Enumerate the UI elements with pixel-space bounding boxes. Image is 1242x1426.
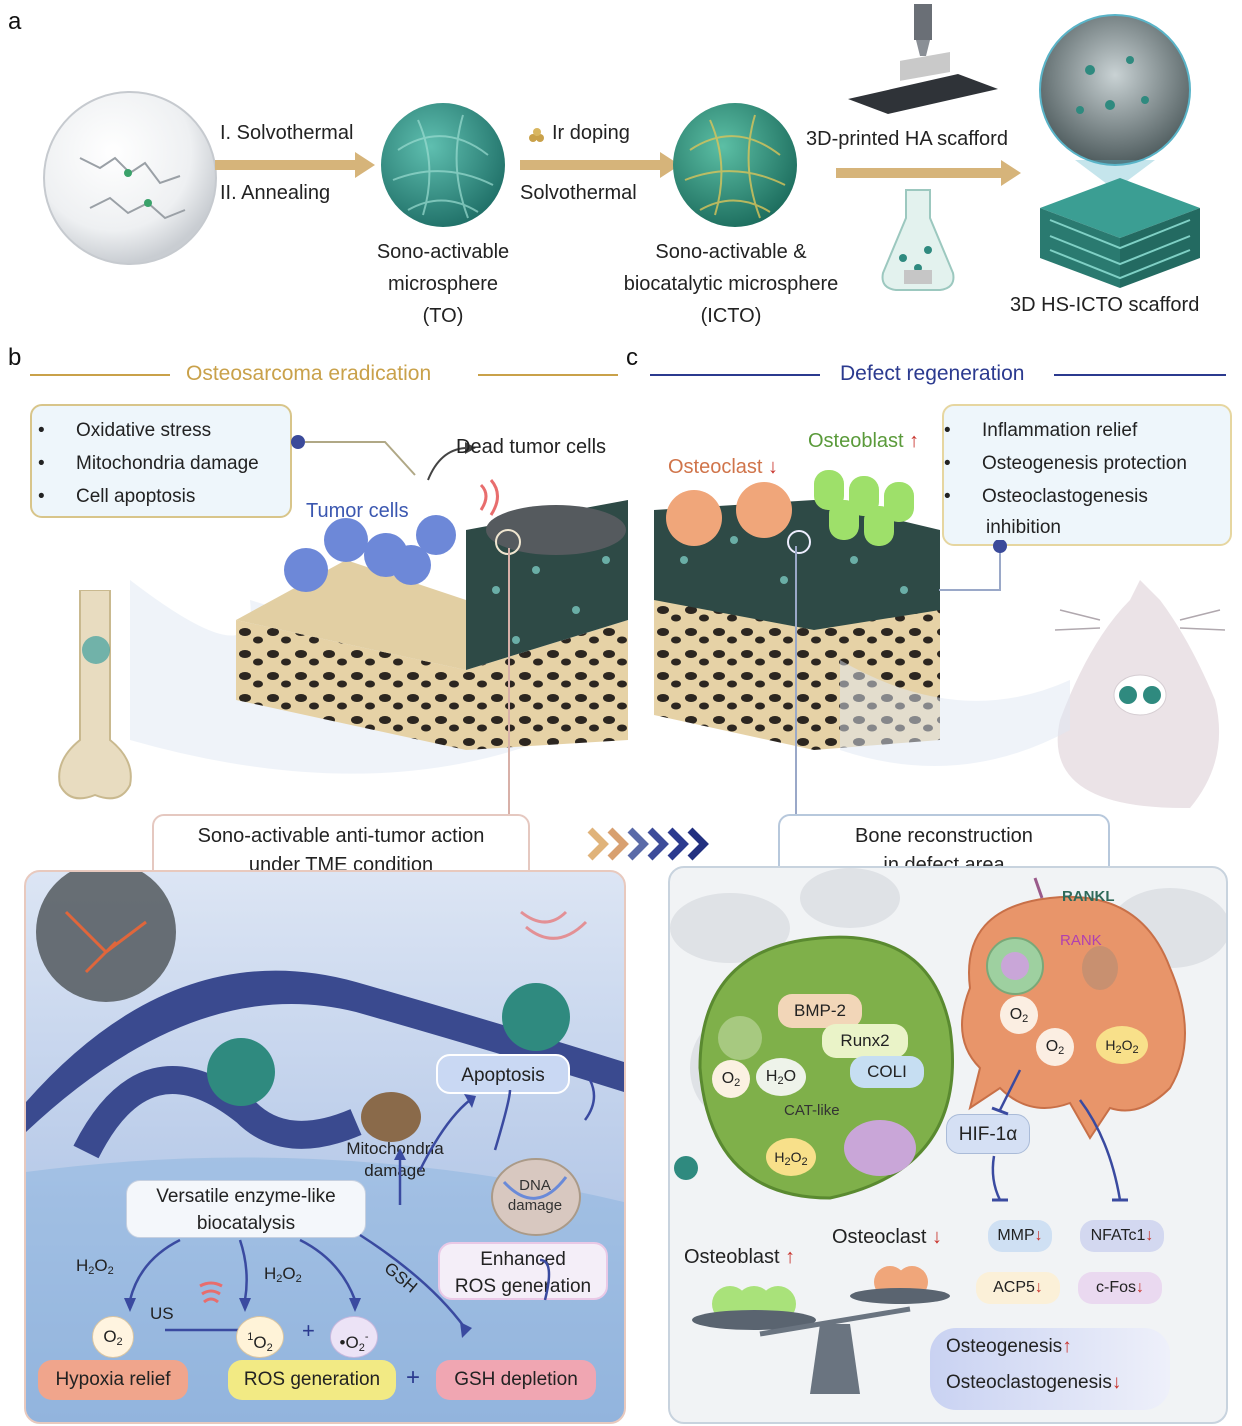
divider-b-left	[30, 374, 170, 376]
plus-sign-2: +	[406, 1364, 421, 1391]
h2o2-star-osteoclast: H2O2	[1096, 1026, 1148, 1064]
enzyme-pill: Versatile enzyme-like biocatalysis	[126, 1180, 366, 1238]
rank-label: RANK	[1060, 932, 1102, 949]
bullet-oxidative: Oxidative stress	[32, 414, 290, 447]
bullet-inflammation: Inflammation relief	[938, 414, 1230, 447]
o2-osteoclast-bubble-1: O2	[1000, 996, 1038, 1034]
bullet-osteogenesis: Osteogenesis protection	[938, 447, 1230, 480]
divider-c-right	[1054, 374, 1226, 376]
dna-damage-label: DNA damage	[507, 1177, 563, 1214]
superoxide-bubble: •O2-	[330, 1316, 378, 1358]
step2-label-1: Ir doping	[552, 122, 630, 144]
osteoclast-label: Osteoclast ↓	[668, 456, 779, 478]
tumor-cells-label: Tumor cells	[306, 500, 409, 522]
bullet-mito: Mitochondria damage	[32, 447, 290, 480]
h2o2-star-cell: H2O2	[766, 1138, 816, 1176]
bullet-apoptosis: Cell apoptosis	[32, 480, 290, 513]
regeneration-box: Inflammation relief Osteogenesis protect…	[942, 404, 1232, 546]
hypoxia-relief-pill: Hypoxia relief	[38, 1360, 188, 1400]
reaction-arrows-b	[124, 1079, 596, 1338]
runx2-pill: Runx2	[822, 1024, 908, 1058]
ros-generation-pill: ROS generation	[228, 1360, 396, 1400]
tumor-scaffold	[236, 479, 628, 750]
o2-osteoclast-bubble-2: O2	[1036, 1028, 1074, 1066]
bullet-osteoclastogenesis: Osteoclastogenesis	[938, 480, 1230, 513]
panel-b-title: Osteosarcoma eradication	[186, 362, 432, 385]
arrow-2	[520, 152, 680, 178]
step2-label-2: Solvothermal	[520, 182, 637, 204]
arrow-1	[215, 152, 375, 178]
divider-c-left	[650, 374, 820, 376]
o2-bubble: O2	[92, 1316, 134, 1358]
inhibition-arrows	[991, 1069, 1128, 1202]
cfos-pill: c-Fos↓	[1078, 1272, 1162, 1304]
plus-sign-1: +	[302, 1318, 315, 1343]
connector-line-c	[795, 546, 797, 816]
flask-icon	[881, 189, 955, 291]
to-label: Sono-activable microsphere (TO)	[376, 241, 510, 327]
acp5-pill: ACP5↓	[976, 1272, 1060, 1304]
transition-chevrons	[587, 827, 709, 861]
osteoclast-balance-label: Osteoclast ↓	[832, 1226, 943, 1248]
dead-cells-label: Dead tumor cells	[456, 436, 607, 458]
oxidative-box: Oxidative stress Mitochondria damage Cel…	[30, 404, 292, 518]
nfatc1-pill: NFATc1↓	[1080, 1220, 1164, 1252]
3d-scaffold	[1040, 178, 1200, 288]
bone-cell-art	[670, 868, 1226, 1200]
panel-c-title: Defect regeneration	[840, 362, 1025, 385]
h2o2-label-2: H2O2	[264, 1264, 302, 1285]
hif-pill: HIF-1α	[946, 1114, 1030, 1154]
connector-line-b	[508, 548, 510, 818]
mito-damage-label: Mitochondria damage	[346, 1139, 444, 1180]
step1-label-1: I. Solvothermal	[220, 122, 354, 144]
osteoblast-label: Osteoblast ↑	[808, 430, 920, 452]
ros-enhanced-pill: Enhanced ROS generation	[438, 1242, 608, 1300]
osteoclastogenesis-outcome: Osteoclastogenesis↓	[946, 1372, 1122, 1393]
panel-b-letter: b	[8, 344, 22, 371]
apoptosis-pill: Apoptosis	[436, 1054, 570, 1094]
connector-b	[291, 435, 476, 481]
coli-pill: COLI	[850, 1056, 924, 1088]
3d-printer-icon	[848, 4, 998, 114]
h2o-bubble: H2O	[756, 1058, 806, 1096]
bmp2-pill: BMP-2	[778, 994, 862, 1028]
singlet-oxygen-bubble: 1O2	[236, 1316, 284, 1358]
zoom-cone-c	[840, 660, 1070, 766]
icto-microsphere	[673, 103, 797, 227]
scaffold-zoom-icon	[1039, 14, 1191, 190]
us-label: US	[150, 1304, 174, 1323]
gsh-depletion-pill: GSH depletion	[436, 1360, 596, 1400]
cat-like-label: CAT-like	[784, 1102, 840, 1119]
bone-icon	[58, 590, 132, 800]
ir-dopant-icon	[529, 128, 544, 142]
outcome-pill: Osteogenesis↑ Osteoclastogenesis↓	[930, 1328, 1170, 1410]
step1-label-2: II. Annealing	[220, 182, 331, 204]
bullet-cont: inhibition	[986, 517, 1061, 538]
step3-label: 3D-printed HA scafford	[806, 128, 1008, 150]
rankl-label: RANKL	[1062, 888, 1115, 905]
h2o2-label-1: H2O2	[76, 1256, 114, 1277]
balance-scale	[692, 1266, 950, 1394]
panel-a-letter: a	[8, 8, 22, 35]
ultrasound-icon	[199, 1281, 223, 1304]
panel-c-letter: c	[626, 344, 638, 371]
icto-label: Sono-activable & biocatalytic microspher…	[623, 241, 839, 327]
arrow-3	[836, 160, 1021, 186]
o2-cell-bubble: O2	[712, 1060, 750, 1098]
osteogenesis-outcome: Osteogenesis↑	[946, 1336, 1072, 1357]
mmp-pill: MMP↓	[988, 1220, 1052, 1252]
precursor-sphere	[43, 91, 217, 265]
divider-b-right	[478, 374, 618, 376]
osteoblast-balance-label: Osteoblast ↑	[684, 1246, 796, 1268]
to-microsphere	[381, 103, 505, 227]
connector-c	[939, 540, 1007, 591]
rat-icon	[1054, 580, 1226, 809]
scaffold-label: 3D HS-ICTO scafford	[1010, 294, 1200, 316]
